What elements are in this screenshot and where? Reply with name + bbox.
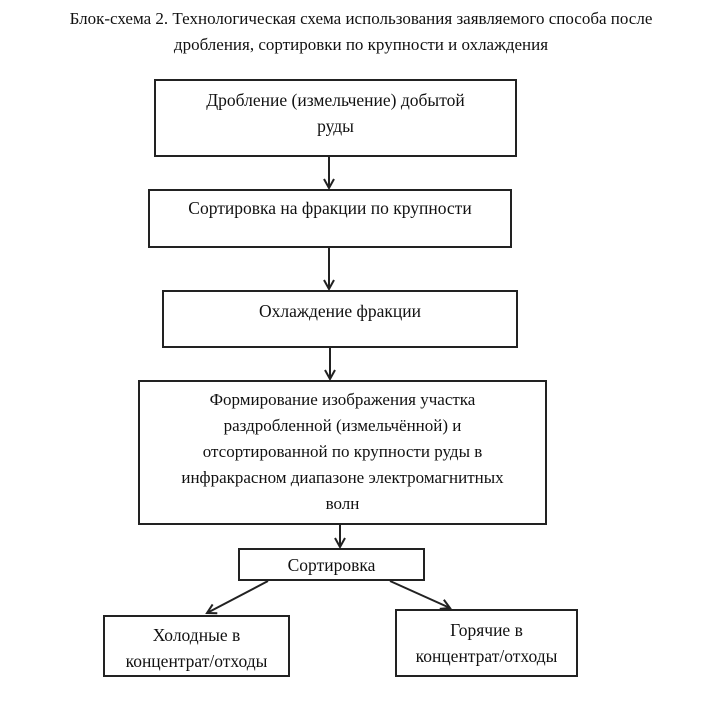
step-text: руды — [317, 116, 354, 136]
step-text: Формирование изображения участка — [209, 390, 476, 409]
outcome-text: Горячие в — [450, 620, 523, 640]
step-text: Сортировка на фракции по крупности — [188, 198, 472, 218]
diagram-title-line-1: Блок-схема 2. Технологическая схема испо… — [69, 9, 653, 28]
outcome-text: концентрат/отходы — [415, 646, 558, 666]
arrow-to-cold — [207, 580, 269, 613]
step-text: инфракрасном диапазоне электромагнитных — [181, 468, 504, 487]
step-text: Дробление (измельчение) добытой — [206, 90, 465, 110]
outcome-text: Холодные в — [152, 625, 241, 645]
outcome-hot: Горячие в концентрат/отходы — [395, 609, 578, 677]
step-cooling: Охлаждение фракции — [162, 290, 518, 348]
step-sorting: Сортировка — [238, 548, 425, 581]
step-text: волн — [325, 494, 360, 513]
outcome-text: концентрат/отходы — [125, 651, 268, 671]
step-text: отсортированной по крупности руды в — [202, 442, 483, 461]
step-text: Охлаждение фракции — [259, 301, 421, 321]
step-crushing: Дробление (измельчение) добытой руды — [154, 79, 517, 157]
step-text: Сортировка — [287, 555, 376, 575]
outcome-cold: Холодные в концентрат/отходы — [103, 615, 290, 677]
step-text: раздробленной (измельчённой) и — [223, 416, 462, 435]
step-ir-imaging: Формирование изображения участка раздроб… — [138, 380, 547, 525]
step-size-sorting: Сортировка на фракции по крупности — [148, 189, 512, 248]
diagram-title-line-2: дробления, сортировки по крупности и охл… — [173, 35, 549, 54]
arrow-to-hot — [389, 580, 450, 608]
